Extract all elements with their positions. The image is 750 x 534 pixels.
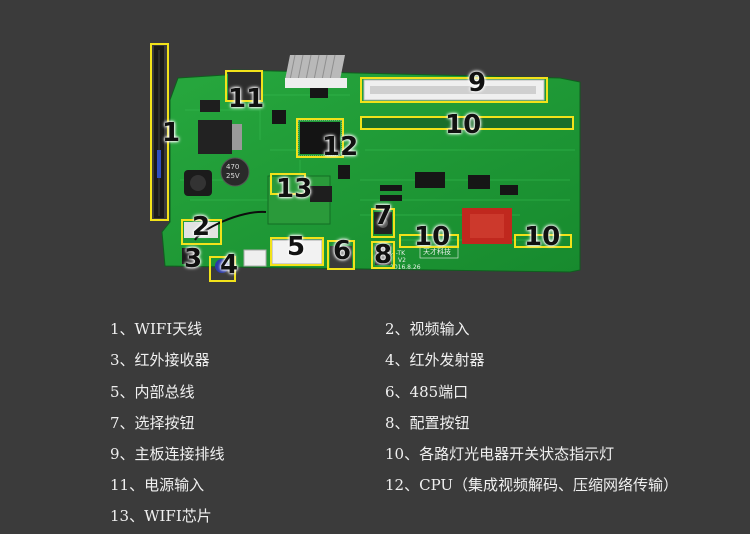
callout-number-5: 5: [287, 232, 306, 262]
legend-item-9: 9、主板连接排线: [110, 445, 225, 463]
legend-item-1: 1、WIFI天线: [110, 320, 203, 338]
internal-bus-connector: [271, 239, 323, 265]
cpu-chip: [300, 122, 340, 154]
legend-item-8: 8、配置按钮: [385, 414, 470, 432]
ir-transmitter-body: [215, 259, 229, 273]
legend-item-11: 11、电源输入: [110, 476, 205, 494]
callout-box-13: [270, 173, 306, 195]
callout-number-3: 3: [184, 244, 203, 274]
voltage-regulator: [198, 120, 232, 154]
led-indicator-row: [362, 118, 572, 128]
callout-number-11: 11: [228, 84, 265, 114]
callout-box-10a: [360, 116, 574, 130]
callout-number-10b: 10: [414, 222, 451, 252]
callout-box-9: [360, 77, 548, 103]
callout-number-2: 2: [192, 212, 211, 242]
callout-number-13: 13: [276, 174, 313, 204]
legend-item-2: 2、视频输入: [385, 320, 470, 338]
callout-number-12: 12: [322, 132, 359, 162]
legend-item-12: 12、CPU（集成视频解码、压缩网络传输）: [385, 476, 679, 494]
callout-number-10c: 10: [524, 222, 561, 252]
legend-item-4: 4、红外发射器: [385, 351, 485, 369]
silkscreen-brand: 天才科技: [423, 248, 451, 256]
power-jack: [228, 72, 262, 100]
callout-box-5: [270, 237, 324, 266]
board-photo: 470 25V SR- -TK V2 2016.8.26 天才科技 1 2 3 …: [150, 43, 581, 282]
ribbon-cable: [285, 54, 347, 88]
callout-box-10c: [514, 234, 572, 248]
legend-item-13: 13、WIFI芯片: [110, 507, 212, 525]
callout-number-4: 4: [220, 250, 239, 280]
antenna-cable: [194, 210, 267, 241]
pcb-illustration: [154, 46, 581, 273]
silkscreen-date: 2016.8.26: [390, 264, 421, 271]
callout-number-1: 1: [162, 118, 181, 148]
ir-receiver-body: [182, 248, 198, 264]
callout-box-11: [225, 70, 263, 102]
rs485-connector: [330, 246, 352, 268]
callout-box-1: [150, 43, 169, 221]
callout-number-7: 7: [374, 201, 393, 231]
legend-item-7: 7、选择按钮: [110, 414, 195, 432]
callout-box-12: [296, 118, 344, 158]
callout-number-8: 8: [374, 240, 393, 270]
config-button-body: [375, 245, 391, 265]
legend-item-5: 5、内部总线: [110, 383, 195, 401]
callout-box-10b: [399, 234, 459, 248]
callout-number-6: 6: [333, 236, 352, 266]
callout-number-9: 9: [468, 68, 487, 98]
legend-item-10: 10、各路灯光电器开关状态指示灯: [385, 445, 615, 463]
silkscreen-rev: V2: [398, 257, 406, 264]
small-ics: [272, 88, 518, 201]
legend-item-6: 6、485端口: [385, 383, 469, 401]
callout-number-10a: 10: [445, 110, 482, 140]
callout-box-6: [327, 240, 355, 270]
capacitor-text-2: 25V: [226, 172, 240, 180]
electrolytic-capacitor: [220, 157, 250, 187]
callout-box-7: [371, 208, 395, 238]
video-input-connector: [184, 222, 218, 238]
callout-box-8: [371, 241, 395, 269]
capacitor-text-1: 470: [226, 163, 240, 171]
legend-item-3: 3、红外接收器: [110, 351, 210, 369]
callout-box-4: [209, 256, 236, 282]
callout-box-2: [181, 219, 222, 245]
component-legend: 1、WIFI天线 2、视频输入 3、红外接收器 4、红外发射器 5、内部总线 6…: [0, 300, 750, 534]
